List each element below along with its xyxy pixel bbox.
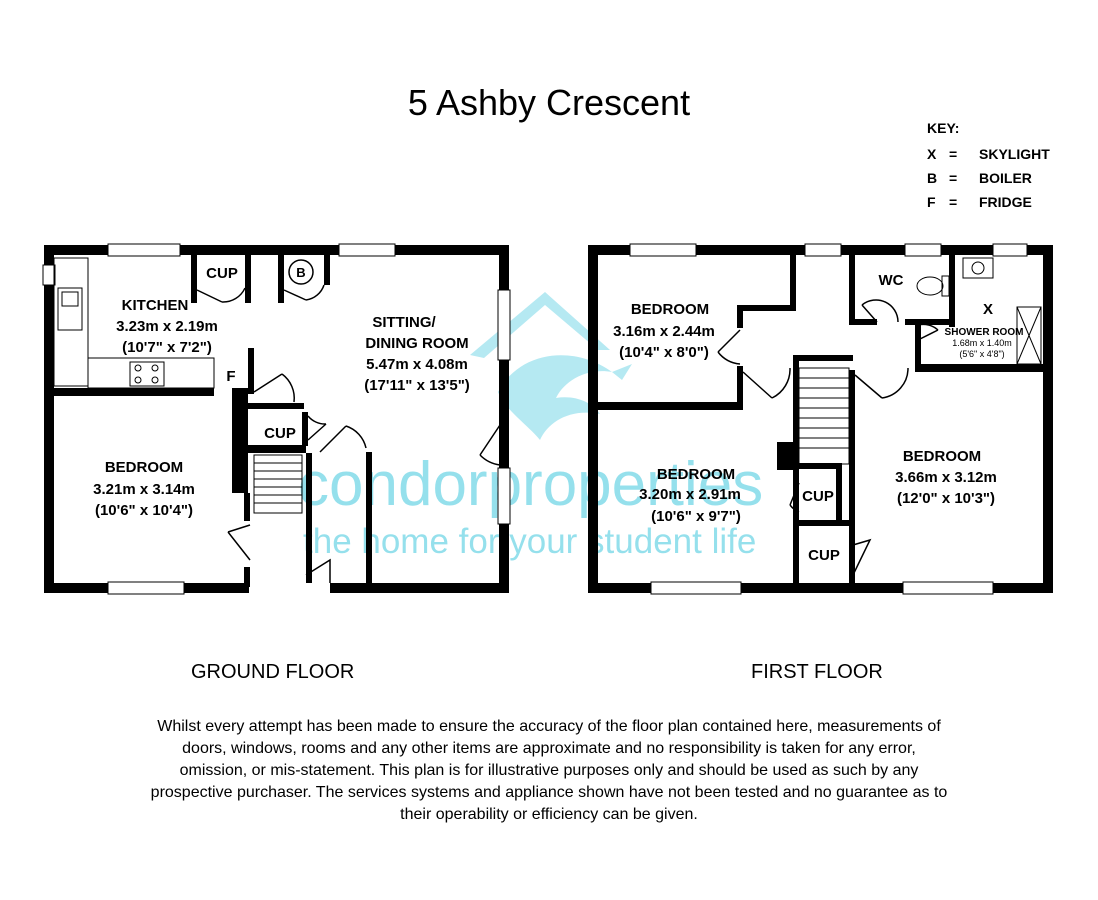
ff-bedroom2-imperial: (10'6" x 9'7") bbox=[651, 508, 741, 525]
gf-bedroom-imperial: (10'6" x 10'4") bbox=[95, 502, 193, 519]
shower-name: SHOWER ROOM bbox=[945, 327, 1024, 338]
toilet-icon bbox=[916, 276, 944, 296]
key-row-fridge: F = FRIDGE bbox=[927, 194, 1050, 218]
boiler-icon bbox=[288, 259, 314, 285]
kitchen-metric: 3.23m x 2.19m bbox=[116, 318, 218, 335]
first-floor-plan: BEDROOM 3.16m x 2.44m (10'4" x 8'0") BED… bbox=[588, 243, 1053, 595]
ff-bedroom3-name: BEDROOM bbox=[903, 448, 981, 465]
gf-bedroom-metric: 3.21m x 3.14m bbox=[93, 481, 195, 498]
gf-bedroom-name: BEDROOM bbox=[105, 459, 183, 476]
key-equals: = bbox=[949, 194, 958, 210]
key-meaning: SKYLIGHT bbox=[979, 146, 1050, 162]
watermark-brand: condorproperties bbox=[298, 450, 763, 519]
ff-bedroom2-name: BEDROOM bbox=[657, 466, 735, 483]
first-floor-caption: FIRST FLOOR bbox=[751, 661, 883, 683]
dolphin-logo-icon bbox=[470, 292, 632, 440]
shower-tray-icon bbox=[1016, 306, 1042, 365]
ground-floor-doors bbox=[196, 284, 501, 583]
first-floor-labels: BEDROOM 3.16m x 2.44m (10'4" x 8'0") BED… bbox=[613, 272, 1023, 564]
hob-icon bbox=[129, 361, 165, 387]
key-symbol: B bbox=[927, 170, 938, 186]
kitchen-name: KITCHEN bbox=[122, 297, 189, 314]
boiler-label: B bbox=[296, 265, 305, 280]
ff-bedroom2-metric: 3.20m x 2.91m bbox=[639, 486, 741, 503]
kitchen-imperial: (10'7" x 7'2") bbox=[122, 339, 212, 356]
ff-bedroom3-imperial: (12'0" x 10'3") bbox=[897, 490, 995, 507]
ground-floor-caption: GROUND FLOOR bbox=[191, 661, 355, 683]
shower-metric: 1.68m x 1.40m bbox=[952, 338, 1012, 348]
key-meaning: FRIDGE bbox=[979, 194, 1032, 210]
key-heading: KEY: bbox=[927, 120, 960, 136]
key-symbol: X bbox=[927, 146, 937, 162]
ground-floor-labels: KITCHEN 3.23m x 2.19m (10'7" x 7'2") SIT… bbox=[93, 265, 470, 519]
first-floor-doors bbox=[717, 299, 939, 576]
shower-imperial: (5'6" x 4'8") bbox=[959, 349, 1004, 359]
first-floor-stairs bbox=[798, 367, 850, 465]
wc-label: WC bbox=[879, 272, 904, 289]
watermark-tagline: the home for your student life bbox=[303, 522, 756, 561]
bathroom-fittings bbox=[916, 257, 1042, 365]
ff-cup-upper: CUP bbox=[802, 488, 834, 505]
key-equals: = bbox=[949, 170, 958, 186]
key-meaning: BOILER bbox=[979, 170, 1032, 186]
ground-floor-plan: KITCHEN 3.23m x 2.19m (10'7" x 7'2") SIT… bbox=[42, 243, 511, 595]
basin-icon bbox=[962, 257, 994, 279]
key-equals: = bbox=[949, 146, 958, 162]
sitting-metric: 5.47m x 4.08m bbox=[366, 356, 468, 373]
watermark: condorproperties the home for your stude… bbox=[298, 292, 763, 561]
ff-bedroom1-metric: 3.16m x 2.44m bbox=[613, 323, 715, 340]
gf-cup-hall: CUP bbox=[264, 425, 296, 442]
key-row-skylight: X = SKYLIGHT bbox=[927, 146, 1050, 170]
ff-bedroom1-name: BEDROOM bbox=[631, 301, 709, 318]
disclaimer-text: Whilst every attempt has been made to en… bbox=[150, 718, 948, 823]
ff-bedroom3-metric: 3.66m x 3.12m bbox=[895, 469, 997, 486]
ff-cup-lower: CUP bbox=[808, 547, 840, 564]
first-floor-windows bbox=[629, 243, 1028, 595]
sitting-name-1: SITTING/ bbox=[372, 314, 436, 331]
ff-bedroom1-imperial: (10'4" x 8'0") bbox=[619, 344, 709, 361]
sitting-imperial: (17'11" x 13'5") bbox=[364, 377, 470, 394]
ground-floor-stairs bbox=[253, 454, 303, 514]
ground-floor-windows bbox=[42, 243, 511, 595]
key-row-boiler: B = BOILER bbox=[927, 170, 1050, 194]
sitting-name-2: DINING ROOM bbox=[365, 335, 468, 352]
skylight-label: X bbox=[983, 301, 993, 318]
kitchen-fittings bbox=[53, 257, 215, 389]
fridge-label: F bbox=[226, 368, 235, 385]
gf-cup-top: CUP bbox=[206, 265, 238, 282]
key-legend: KEY: X = SKYLIGHT B = BOILER F = FRIDGE bbox=[927, 120, 1050, 218]
key-symbol: F bbox=[927, 194, 936, 210]
plan-title: 5 Ashby Crescent bbox=[407, 82, 691, 123]
